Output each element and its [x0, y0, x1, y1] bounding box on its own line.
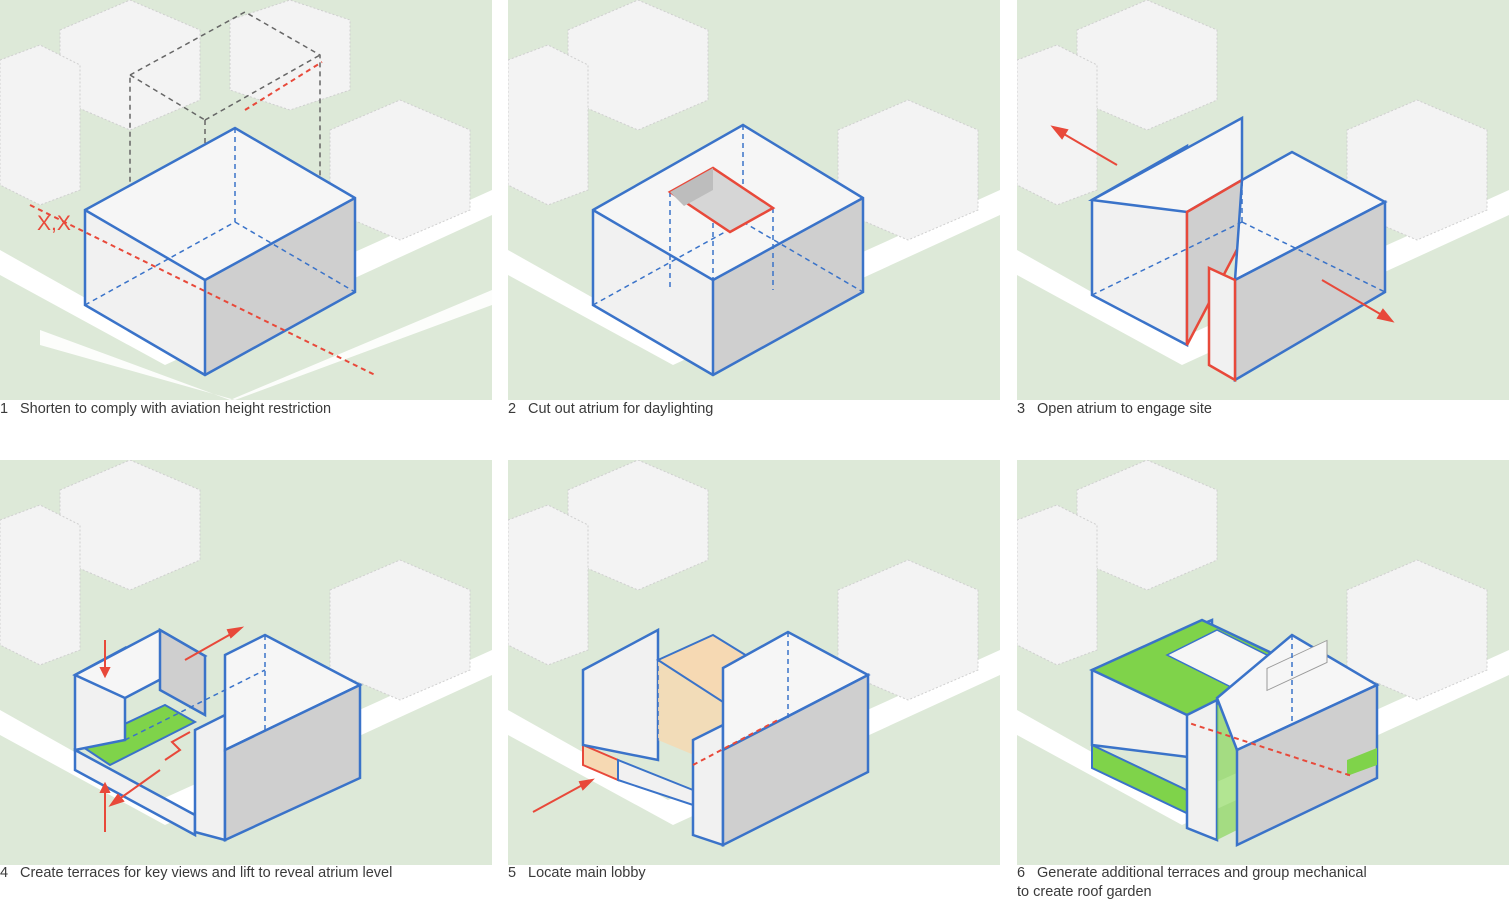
step-number: 6	[1017, 865, 1026, 881]
step-number: 1	[0, 401, 9, 417]
direction-arrows	[1050, 125, 1395, 323]
step-text: Generate additional terraces and group m…	[1017, 865, 1367, 900]
step-number: 2	[508, 401, 517, 417]
step-1-panel: X,X 1 Shorten to comply with aviation hei…	[0, 0, 492, 440]
dimension-label: X,X	[37, 212, 71, 235]
step-text: Locate main lobby	[528, 865, 646, 881]
building-mass	[1089, 618, 1380, 847]
step-number: 5	[508, 865, 517, 881]
step-5-caption: 5 Locate main lobby	[508, 864, 646, 883]
building-mass	[72, 627, 363, 842]
step-4-diagram	[0, 460, 492, 865]
step-text: Open atrium to engage site	[1037, 401, 1212, 417]
step-4-panel: 4 Create terraces for key views and lift …	[0, 460, 492, 900]
step-2-caption: 2 Cut out atrium for daylighting	[508, 400, 713, 419]
step-5-panel: 5 Locate main lobby	[508, 460, 1000, 900]
step-text: Cut out atrium for daylighting	[528, 401, 714, 417]
step-6-diagram	[1017, 460, 1509, 865]
step-number: 4	[0, 865, 9, 881]
step-2-panel: 2 Cut out atrium for daylighting	[508, 0, 1000, 440]
step-text: Shorten to comply with aviation height r…	[20, 401, 332, 417]
direction-arrows	[532, 778, 595, 813]
step-3-caption: 3 Open atrium to engage site	[1017, 400, 1212, 419]
step-number: 3	[1017, 401, 1026, 417]
site-context	[508, 460, 1000, 865]
atrium-cutout	[667, 166, 776, 234]
step-4-caption: 4 Create terraces for key views and lift …	[0, 864, 392, 883]
section-line	[29, 204, 376, 376]
height-limit-line	[244, 61, 323, 111]
step-2-diagram	[508, 0, 1000, 400]
building-mass	[1088, 115, 1388, 383]
step-3-diagram	[1017, 0, 1509, 400]
step-3-panel: 3 Open atrium to engage site	[1017, 0, 1509, 440]
step-text: Create terraces for key views and lift t…	[20, 865, 393, 881]
step-5-diagram	[508, 460, 1000, 865]
step-1-caption: 1 Shorten to comply with aviation height …	[0, 400, 331, 419]
step-1-diagram	[0, 0, 492, 400]
building-mass	[83, 126, 357, 377]
direction-arrows	[99, 626, 245, 832]
building-mass	[581, 627, 871, 848]
